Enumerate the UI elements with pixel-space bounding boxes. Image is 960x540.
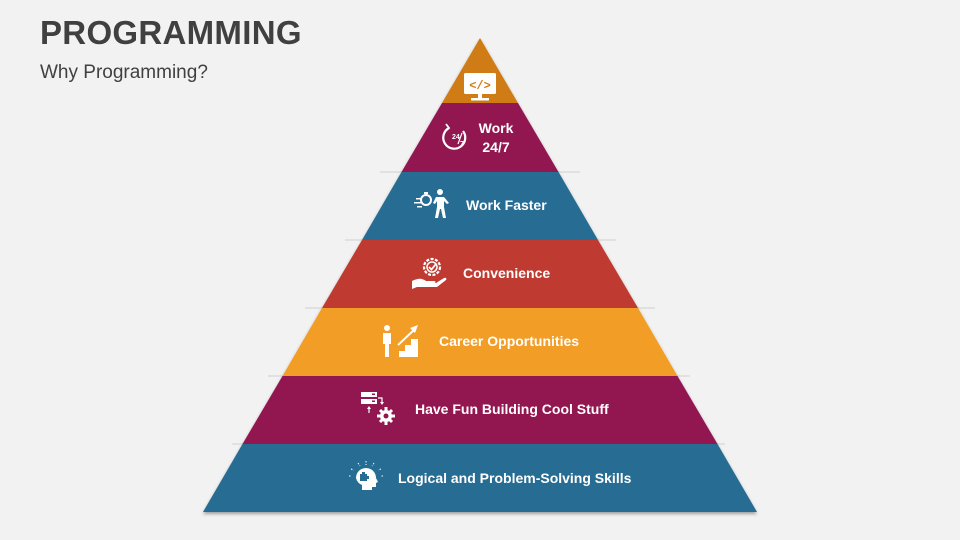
level-2-label-line2: 24/7 [482,139,510,155]
level-2-label-line1: Work [478,120,514,136]
pyramid-level-4 [322,240,638,308]
pyramid-level-3 [362,172,598,240]
level-7-label: Logical and Problem-Solving Skills [398,470,632,486]
level-5-label: Career Opportunities [439,333,580,349]
head-puzzle-idea-icon [349,461,383,490]
code-monitor-icon: </> [464,73,496,101]
hand-check-badge-icon [412,257,447,289]
level-3-label: Work Faster [466,197,547,213]
page-subtitle: Why Programming? [40,62,208,83]
career-growth-stairs-icon [383,325,418,357]
svg-text:</>: </> [469,79,491,93]
pyramid-level-2 [401,103,559,172]
running-man-stopwatch-icon [414,189,449,218]
page-title: PROGRAMMING [40,14,302,51]
pyramid-level-5 [282,308,678,376]
svg-text:7: 7 [460,141,464,148]
server-gear-process-icon [361,392,395,425]
svg-text:24: 24 [452,134,460,141]
level-6-label: Have Fun Building Cool Stuff [415,401,609,417]
pyramid-level-7 [203,444,757,512]
pyramid-level-1 [442,38,518,103]
level-2-label: Work 24/7 [466,119,526,157]
clock-24-7-icon: 24 7 [442,123,467,150]
level-4-label: Convenience [463,265,551,281]
